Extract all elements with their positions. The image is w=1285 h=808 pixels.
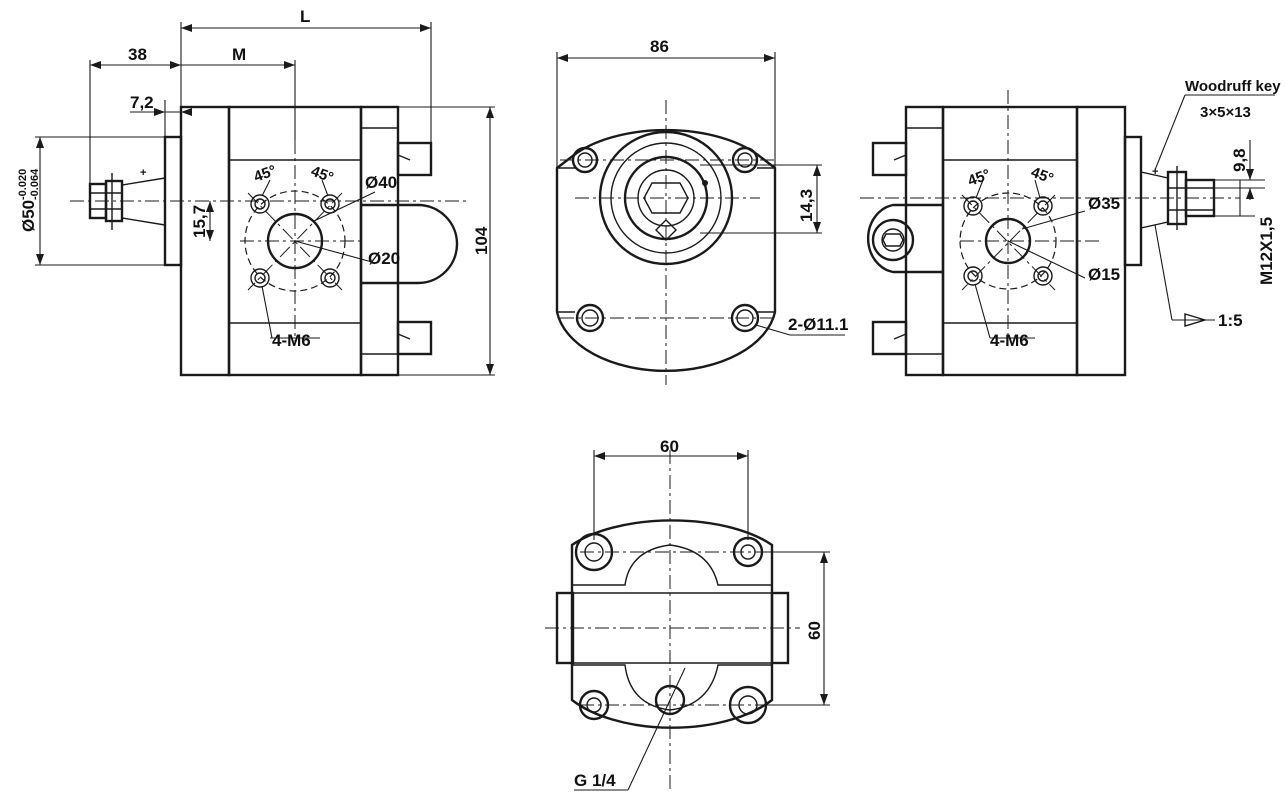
woodruff-key-size: 3×5×13: [1200, 104, 1251, 121]
dim-104: 104: [472, 226, 491, 255]
rear-flange: [1075, 105, 1127, 377]
front-port-bottom: [396, 320, 433, 356]
angle-right: 45°: [309, 163, 336, 187]
rear-lug: [866, 203, 943, 274]
end-view: 86 14,3 2-Ø11.1: [555, 37, 849, 385]
rear-view: +: [860, 78, 1281, 377]
dim-15-7: 15,7: [190, 205, 209, 238]
angle-left: 45°: [252, 162, 279, 186]
rear-angle-left: 45°: [966, 166, 993, 190]
dim-7-2: 7,2: [130, 93, 154, 112]
svg-text:+: +: [1152, 166, 1158, 178]
rear-cover-left: [904, 105, 945, 377]
rear-angle-right: 45°: [1029, 164, 1056, 188]
bottom-body: [570, 519, 774, 729]
rear-thread-4-M6: 4-M6: [990, 331, 1029, 350]
dim-60-vertical: 60: [805, 621, 824, 640]
front-rear-cover: [359, 105, 400, 377]
taper-ratio: 1:5: [1218, 311, 1243, 330]
front-port-top: [396, 141, 433, 177]
tolerance-upper: -0.020: [17, 169, 29, 200]
dim-L: L: [300, 7, 310, 26]
thread-m12: M12X1,5: [1257, 217, 1276, 285]
bottom-view: 60 60 G 1/4: [545, 437, 830, 791]
thread-4-M6: 4-M6: [272, 331, 311, 350]
dim-M: M: [232, 45, 246, 64]
tolerance-lower: -0.064: [29, 168, 41, 200]
end-body: [555, 128, 777, 373]
dia-40: Ø40: [365, 173, 397, 192]
holes-2-d11-1: 2-Ø11.1: [788, 315, 849, 334]
dia-15: Ø15: [1088, 265, 1120, 284]
dim-60-horizontal: 60: [660, 437, 679, 456]
dim-86: 86: [650, 37, 669, 56]
dia-20: Ø20: [368, 249, 400, 268]
svg-text:+: +: [140, 167, 146, 179]
shaft-diameter: Ø50: [19, 200, 38, 232]
dim-38: 38: [128, 45, 147, 64]
dim-14-3: 14,3: [797, 189, 816, 222]
front-lug: [361, 203, 459, 285]
front-view: +: [17, 7, 495, 377]
front-flange: [179, 105, 231, 377]
dia-35: Ø35: [1088, 194, 1120, 213]
dim-9-8: 9,8: [1230, 148, 1249, 172]
port-g-1-4: G 1/4: [574, 771, 616, 790]
woodruff-key-title: Woodruff key: [1185, 78, 1281, 95]
